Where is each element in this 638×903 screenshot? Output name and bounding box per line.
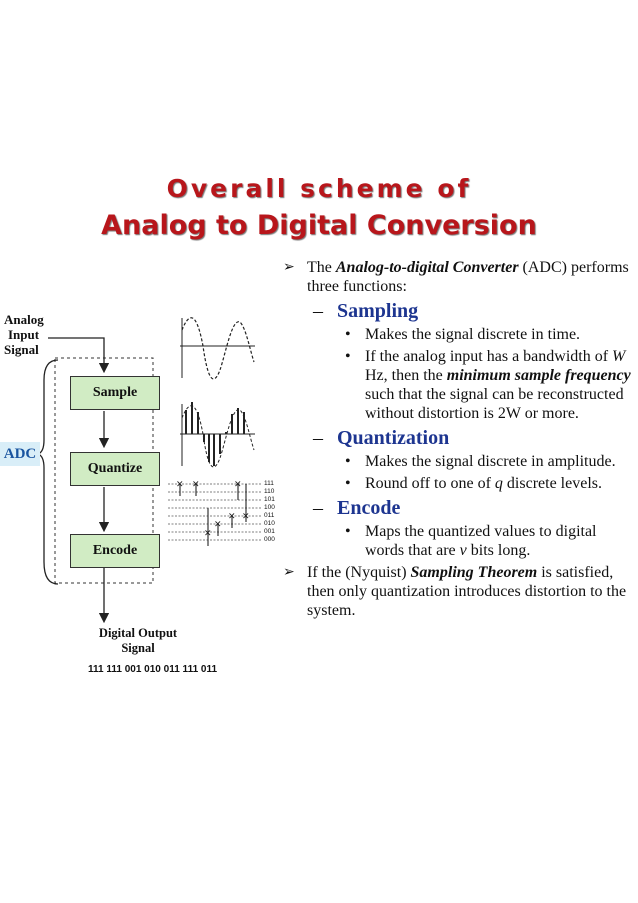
sampling-b2-pre: If the analog input has a bandwidth of xyxy=(365,348,613,365)
level-code: 001 xyxy=(264,528,275,535)
title-line-1: Overall scheme of xyxy=(166,174,472,203)
analog-waveform xyxy=(180,317,255,380)
svg-text:✕: ✕ xyxy=(176,479,184,489)
nyquist-bullet: ➢ If the (Nyquist) Sampling Theorem is s… xyxy=(283,563,633,620)
svg-text:✕: ✕ xyxy=(228,511,236,521)
quantization-bullet-2: •Round off to one of q discrete levels. xyxy=(345,475,602,492)
quantization-b2-q: q xyxy=(494,475,503,492)
encode-b1-post: bits long. xyxy=(466,542,531,559)
quantization-heading: –Quantization xyxy=(313,427,450,449)
arrow-bullet-icon: ➢ xyxy=(283,565,295,580)
sampling-b2-post: such that the signal can be reconstructe… xyxy=(365,386,624,422)
nyquist-bold: Sampling Theorem xyxy=(410,564,538,581)
intro-post: (ADC) performs three functions: xyxy=(307,259,629,295)
explanation-text: ➢ The Analog-to-digital Converter (ADC) … xyxy=(283,258,633,623)
encode-b1-pre: Maps the quantized values to digital wor… xyxy=(365,523,597,559)
nyquist-pre: If the (Nyquist) xyxy=(307,564,411,581)
level-code: 100 xyxy=(264,504,275,511)
adc-brace xyxy=(35,359,59,585)
sampling-b2-mid: Hz, then the xyxy=(365,367,447,384)
sampling-b2-w: W xyxy=(612,348,626,365)
digital-output-line-1: Digital Output xyxy=(98,626,178,640)
encode-block: Encode xyxy=(70,534,160,568)
arrow-bullet-icon: ➢ xyxy=(283,260,295,275)
intro-bullet: ➢ The Analog-to-digital Converter (ADC) … xyxy=(283,258,633,296)
level-code: 110 xyxy=(264,488,275,495)
digital-output-label: Digital Output Signal xyxy=(78,626,198,656)
intro-pre: The xyxy=(307,259,336,276)
sampling-bullet-2: •If the analog input has a bandwidth of … xyxy=(345,348,631,422)
svg-text:✕: ✕ xyxy=(214,519,222,529)
digital-output-line-2: Signal xyxy=(121,641,155,655)
quantization-b2-post: discrete levels. xyxy=(502,475,602,492)
sampled-waveform xyxy=(180,402,255,468)
quantized-samples: ✕ ✕ ✕ ✕ ✕ ✕ ✕ xyxy=(176,479,250,546)
analog-input-line-3: Signal xyxy=(4,342,39,357)
svg-text:✕: ✕ xyxy=(204,528,212,538)
svg-text:✕: ✕ xyxy=(234,479,242,489)
level-code: 010 xyxy=(264,520,275,527)
quantization-heading-text: Quantization xyxy=(337,427,450,449)
level-code: 011 xyxy=(264,512,275,519)
sampling-heading-text: Sampling xyxy=(337,300,419,322)
sample-block: Sample xyxy=(70,376,160,410)
level-code: 000 xyxy=(264,536,275,543)
level-code: 101 xyxy=(264,496,275,503)
sampling-bullet-1: •Makes the signal discrete in time. xyxy=(345,326,581,343)
analog-input-line-2: Input xyxy=(8,327,40,342)
sampling-heading: –Sampling xyxy=(313,300,419,322)
input-arrow xyxy=(48,337,110,374)
analog-input-label: Analog Input Signal xyxy=(4,312,44,357)
quantization-bullet-1-text: Makes the signal discrete in amplitude. xyxy=(365,453,616,470)
quantization-b2-pre: Round off to one of xyxy=(365,475,495,492)
encode-b1-v: ν xyxy=(459,542,467,559)
adc-label: ADC xyxy=(0,442,40,466)
quantization-bullet-1: •Makes the signal discrete in amplitude. xyxy=(345,453,616,470)
encode-heading-text: Encode xyxy=(337,497,401,519)
intro-adc-term: Analog-to-digital Converter xyxy=(335,259,519,276)
analog-input-line-1: Analog xyxy=(4,312,44,327)
adc-block-diagram: Analog Input Signal xyxy=(0,300,290,690)
svg-text:✕: ✕ xyxy=(192,479,200,489)
sampling-b2-bold: minimum sample frequency xyxy=(446,367,631,384)
svg-text:✕: ✕ xyxy=(242,511,250,521)
level-code: 111 xyxy=(264,480,274,487)
sampling-bullet-1-text: Makes the signal discrete in time. xyxy=(365,326,581,343)
nyquist-post: is satisfied, then only quantization int… xyxy=(307,564,627,619)
title-line-2: Analog to Digital Conversion xyxy=(101,210,537,241)
encode-bullet-1: •Maps the quantized values to digital wo… xyxy=(345,523,597,559)
encode-heading: –Encode xyxy=(313,497,401,519)
level-codes: 111 110 101 100 011 010 001 000 xyxy=(264,480,275,544)
quantize-block: Quantize xyxy=(70,452,160,486)
output-bit-sequence: 111 111 001 010 011 111 011 xyxy=(88,664,218,675)
